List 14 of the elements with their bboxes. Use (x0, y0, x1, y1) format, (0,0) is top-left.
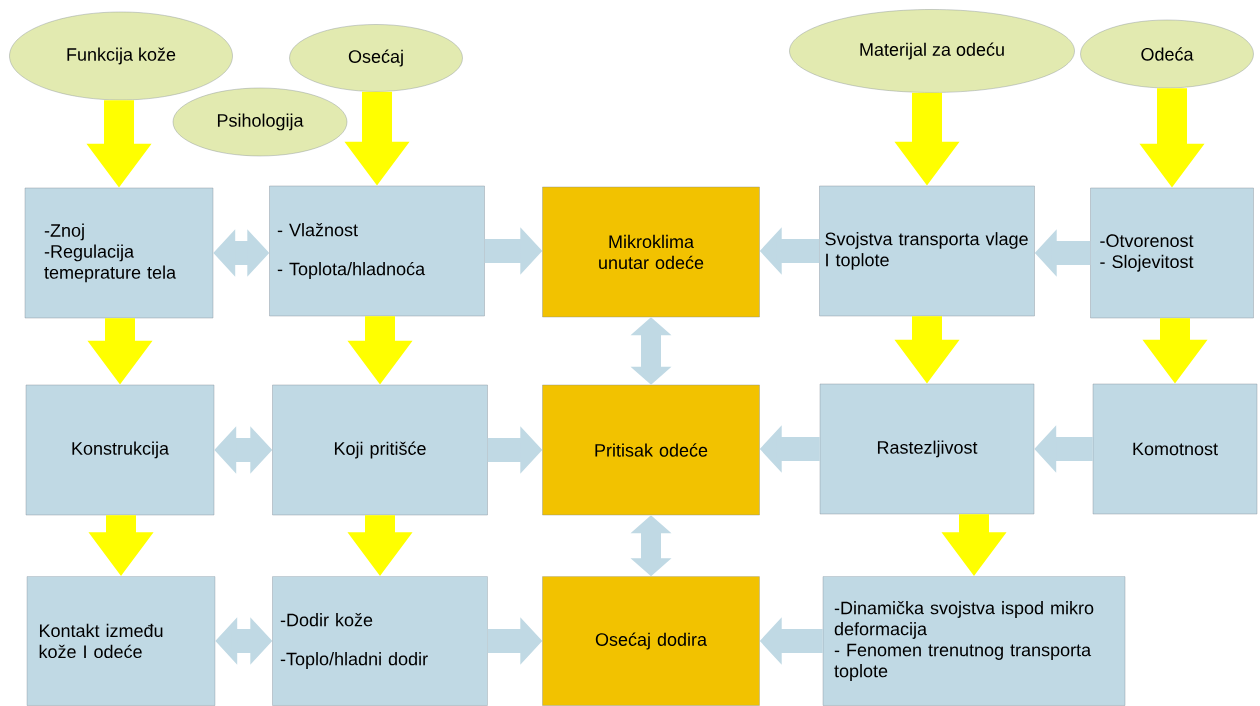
factor-box: -Otvorenost - Slojevitost (1090, 187, 1254, 319)
outcome-box: Mikroklima unutar odeće (542, 186, 760, 318)
factor-box: Rastezljivost (819, 383, 1035, 515)
factor-box: -Dodir kože -Toplo/hladni dodir (272, 576, 488, 706)
factor-box: Koji pritišće (272, 384, 488, 516)
outcome-box: Osećaj dodira (542, 576, 760, 706)
factor-box: Svojstva transporta vlage I toplote (819, 185, 1035, 317)
factor-box: Komotnost (1092, 383, 1258, 515)
factor-box: -Dinamička svojstva ispod mikro deformacija - Fenomen trenutnog transporta toplote (822, 576, 1126, 706)
factor-box: Kontakt između kože I odeće (26, 576, 216, 706)
outcome-box: Pritisak odeće (542, 384, 760, 516)
factor-box: - Vlažnost - Toplota/hladnoća (269, 185, 485, 317)
factor-box: -Znoj -Regulacija temeprature tela (24, 187, 214, 319)
factor-box: Konstrukcija (25, 384, 215, 516)
